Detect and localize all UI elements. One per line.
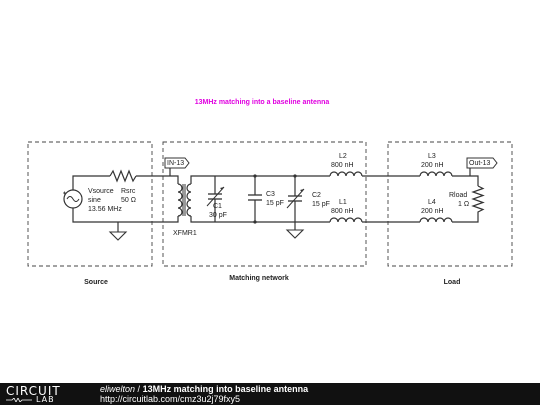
logo-word-circuit: CIRCUIT — [6, 384, 61, 398]
author-link[interactable]: eliwelton — [100, 384, 136, 394]
l1-inductor[interactable] — [329, 217, 363, 223]
vsource-name: Vsource — [88, 188, 114, 195]
l3-inductor[interactable] — [419, 171, 453, 177]
matching-section-label: Matching network — [229, 275, 289, 282]
matching-section-box — [162, 141, 367, 267]
schematic-title: 13MHz matching into a baseline antenna — [195, 99, 330, 106]
footer-bar: CIRCUIT LAB eliwelton / 13MHz matching i… — [0, 383, 540, 405]
l4-value: 200 nH — [421, 208, 444, 215]
source-section-label: Source — [84, 279, 108, 286]
c1-variable-capacitor[interactable] — [206, 176, 225, 222]
load-section-box — [387, 141, 513, 267]
vsource-frequency: 13.56 MHz — [88, 206, 122, 213]
l2-inductor[interactable] — [329, 171, 363, 177]
load-section-label: Load — [444, 279, 461, 286]
l4-inductor[interactable] — [419, 217, 453, 223]
rsrc-symbol[interactable] — [109, 169, 137, 183]
matching-ground-icon — [285, 229, 305, 239]
svg-text:Out-13: Out-13 — [469, 160, 491, 167]
source-ground-icon — [108, 231, 128, 241]
rload-symbol[interactable] — [471, 185, 485, 214]
vsource-symbol[interactable] — [63, 189, 83, 209]
footer-text: eliwelton / 13MHz matching into baseline… — [100, 384, 308, 404]
circuit-title: 13MHz matching into baseline antenna — [142, 384, 309, 394]
svg-text:IN-13: IN-13 — [167, 160, 184, 167]
c2-name: C2 — [312, 192, 321, 199]
rload-value: 1 Ω — [458, 201, 469, 208]
rload-name: Rload — [449, 192, 467, 199]
source-section-box — [27, 141, 153, 267]
l4-name: L4 — [428, 199, 436, 206]
footer-separator: / — [137, 384, 141, 394]
c2-variable-capacitor[interactable] — [286, 174, 305, 230]
circuitlab-logo[interactable]: CIRCUIT LAB — [0, 383, 100, 405]
c3-value: 15 pF — [266, 200, 284, 207]
vsource-type: sine — [88, 197, 101, 204]
in-13-node-label: IN-13 — [164, 157, 190, 176]
l2-value: 800 nH — [331, 162, 354, 169]
rsrc-value: 50 Ω — [121, 197, 136, 204]
logo-trace-icon — [6, 398, 32, 402]
l2-name: L2 — [339, 153, 347, 160]
l1-name: L1 — [339, 199, 347, 206]
c1-value: 30 pF — [209, 212, 227, 219]
xfmr1-symbol[interactable] — [170, 175, 200, 223]
c2-value: 15 pF — [312, 201, 330, 208]
c3-name: C3 — [266, 191, 275, 198]
l3-value: 200 nH — [421, 162, 444, 169]
c3-capacitor[interactable] — [248, 174, 262, 224]
l3-name: L3 — [428, 153, 436, 160]
rsrc-name: Rsrc — [121, 188, 136, 195]
c1-name: C1 — [213, 203, 222, 210]
xfmr1-name: XFMR1 — [173, 230, 197, 237]
logo-word-lab: LAB — [36, 395, 55, 404]
schematic-canvas: 13MHz matching into a baseline antenna S… — [27, 99, 513, 286]
l1-value: 800 nH — [331, 208, 354, 215]
circuit-url[interactable]: http://circuitlab.com/cmz3u2j79fxy5 — [100, 394, 241, 404]
out-13-node-label: Out-13 — [466, 157, 498, 176]
